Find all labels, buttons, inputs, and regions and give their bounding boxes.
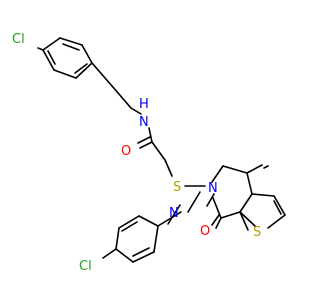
bond bbox=[53, 69, 77, 79]
bond bbox=[153, 225, 159, 253]
bond bbox=[220, 211, 241, 219]
bond bbox=[118, 215, 140, 229]
bond bbox=[115, 227, 120, 250]
thiophene-sulfur: S bbox=[253, 225, 261, 240]
structure-canvas: Cl N H O S N N S O Cl bbox=[12, 32, 286, 274]
bond bbox=[139, 141, 153, 149]
bond bbox=[164, 159, 173, 177]
bond bbox=[222, 165, 248, 174]
ketone-oxygen: O bbox=[200, 224, 210, 239]
bond bbox=[81, 44, 93, 64]
bond bbox=[47, 50, 56, 65]
bond bbox=[75, 62, 93, 79]
bond bbox=[167, 204, 181, 225]
bond bbox=[239, 193, 253, 213]
bond bbox=[42, 37, 61, 51]
ring-nitrogen-top: N bbox=[208, 181, 218, 196]
bond bbox=[42, 49, 55, 71]
bond bbox=[251, 193, 275, 197]
bond bbox=[246, 164, 263, 174]
bond bbox=[102, 248, 117, 259]
bond bbox=[62, 43, 80, 51]
bond bbox=[37, 47, 44, 51]
bond bbox=[215, 217, 222, 229]
bond bbox=[121, 221, 138, 232]
bond bbox=[206, 193, 215, 207]
bond bbox=[132, 251, 155, 263]
thioether-sulfur: S bbox=[173, 180, 181, 195]
bonds bbox=[37, 37, 286, 263]
atom-labels: Cl N H O S N N S O Cl bbox=[12, 32, 261, 274]
bond bbox=[211, 214, 220, 226]
bond bbox=[267, 214, 286, 229]
chlorine-atom-top: Cl bbox=[12, 32, 25, 47]
bond bbox=[187, 191, 201, 213]
amide-nitrogen: N bbox=[139, 115, 149, 130]
bond bbox=[59, 37, 83, 46]
bond bbox=[263, 165, 269, 169]
bond bbox=[239, 211, 256, 227]
bond bbox=[74, 63, 88, 74]
chlorine-atom-bottom: Cl bbox=[79, 259, 92, 274]
molecule-structure: Cl N H O S N N S O Cl bbox=[12, 32, 286, 274]
ring-nitrogen-bottom: N bbox=[169, 206, 179, 221]
amide-hydrogen: H bbox=[139, 97, 149, 112]
bond bbox=[132, 247, 150, 257]
bond bbox=[91, 62, 113, 87]
bond bbox=[273, 200, 282, 215]
bond bbox=[111, 85, 132, 109]
bond bbox=[151, 141, 166, 161]
bond bbox=[211, 165, 224, 183]
bond bbox=[130, 107, 142, 115]
bond bbox=[246, 172, 253, 195]
bond bbox=[115, 248, 134, 263]
amide-oxygen: O bbox=[121, 144, 131, 159]
bond bbox=[239, 211, 249, 231]
bond bbox=[148, 127, 153, 143]
bond bbox=[137, 136, 151, 144]
bond bbox=[157, 211, 182, 227]
bond bbox=[273, 195, 286, 216]
bond bbox=[138, 215, 159, 227]
